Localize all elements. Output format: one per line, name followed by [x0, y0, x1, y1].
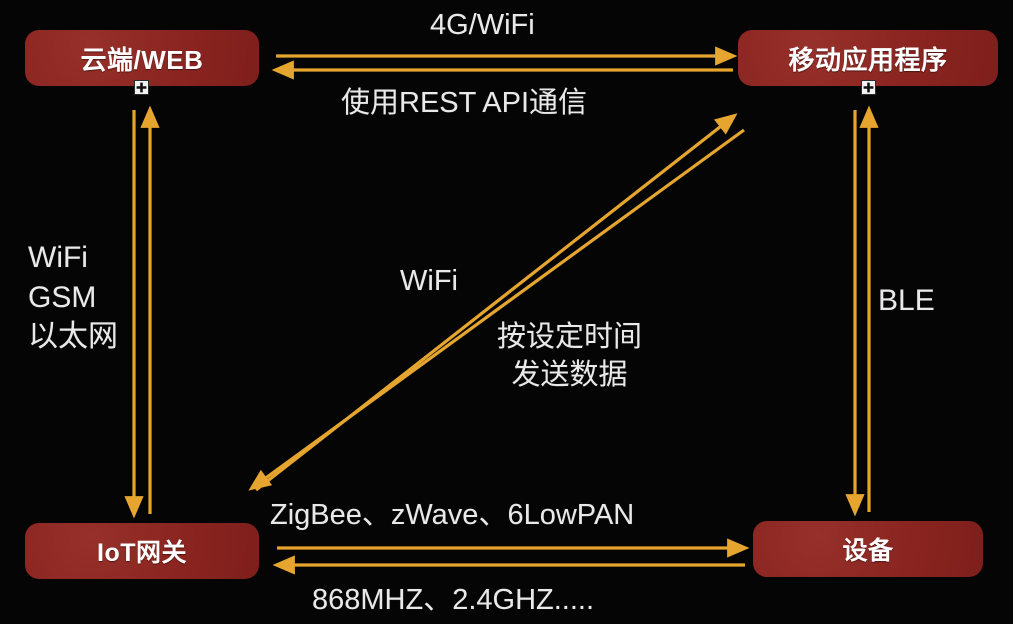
move-handle-icon[interactable]	[134, 80, 149, 95]
node-iot-gateway[interactable]: IoT网关	[25, 523, 259, 579]
edge-label-bottom-below: 868MHZ、2.4GHZ.....	[312, 584, 595, 616]
edge-label-bottom-above: ZigBee、zWave、6LowPAN	[270, 499, 635, 531]
arrow-mobile-to-gateway	[248, 128, 745, 491]
node-cloud-web[interactable]: 云端/WEB	[25, 30, 259, 86]
edge-label-top-below: 使用REST API通信	[341, 87, 588, 119]
arrow-gateway-to-mobile	[255, 113, 738, 492]
edge-label-diagonal-schedule: 按设定时间 发送数据	[497, 318, 642, 395]
node-iot-gateway-label: IoT网关	[97, 539, 187, 567]
edge-label-top-above: 4G/WiFi	[430, 9, 535, 41]
node-device-label: 设备	[842, 537, 894, 565]
edge-label-right-ble: BLE	[878, 284, 935, 317]
node-mobile-app[interactable]: 移动应用程序	[738, 30, 998, 86]
edge-label-diagonal-wifi: WiFi	[400, 265, 458, 297]
edge-label-left-line1: WiFi	[28, 241, 88, 274]
node-cloud-web-label: 云端/WEB	[80, 44, 204, 75]
node-device[interactable]: 设备	[753, 521, 983, 577]
edge-label-schedule-line1: 按设定时间	[497, 321, 643, 353]
move-handle-icon[interactable]	[861, 80, 876, 95]
edge-label-left-stack: WiFi GSM 以太网	[28, 238, 118, 357]
node-mobile-app-label: 移动应用程序	[788, 44, 948, 75]
edge-label-left-line2: GSM	[28, 280, 97, 314]
edge-label-left-line3: 以太网	[28, 320, 118, 354]
edge-label-schedule-line2: 发送数据	[511, 359, 628, 392]
